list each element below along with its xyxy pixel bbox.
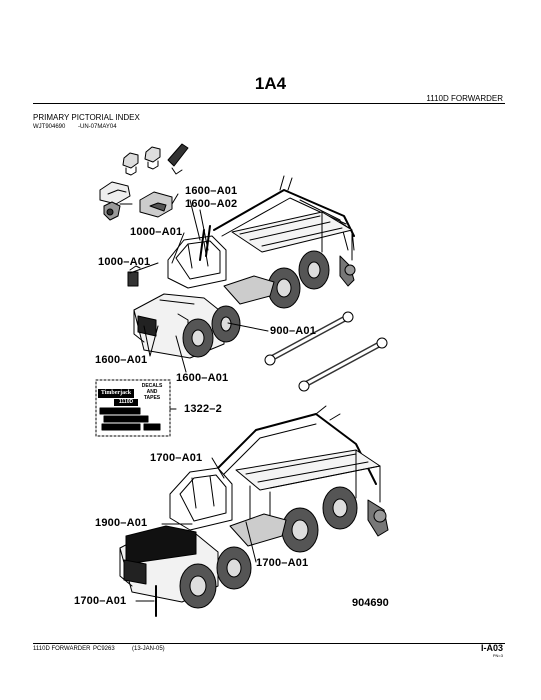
decal-box-outline bbox=[95, 379, 171, 437]
decal-model-label: 1110D bbox=[114, 399, 138, 406]
leader-lines bbox=[129, 193, 269, 602]
callout-1700-a01-right: 1700–A01 bbox=[256, 557, 309, 569]
footer-page-number: I-A03 bbox=[480, 643, 503, 653]
forwarder-lower bbox=[119, 405, 389, 617]
footer-page-code: PN=3 bbox=[492, 653, 503, 658]
decal-title: DECALS AND TAPES bbox=[141, 383, 163, 401]
section-title: PRIMARY PICTORIAL INDEX bbox=[33, 113, 140, 122]
figure-number: 904690 bbox=[352, 597, 389, 609]
callout-1000-a01-upper: 1000–A01 bbox=[130, 226, 183, 238]
header-model: 1110D FORWARDER bbox=[426, 94, 503, 103]
forwarder-upper bbox=[127, 175, 356, 359]
callout-1900-a01: 1900–A01 bbox=[95, 517, 148, 529]
figure-reference: WJT904690 bbox=[33, 124, 66, 130]
small-parts-group bbox=[99, 143, 189, 221]
callout-1700-a01-upper: 1700–A01 bbox=[150, 452, 203, 464]
callout-1600-a02: 1600–A02 bbox=[185, 198, 238, 210]
callout-1600-a01-top: 1600–A01 bbox=[185, 185, 238, 197]
footer-model: 1110D FORWARDER bbox=[33, 646, 91, 652]
hydraulic-cylinders bbox=[264, 311, 388, 392]
callout-900-a01: 900–A01 bbox=[270, 325, 317, 337]
decal-brand-label: Timberjack bbox=[98, 389, 134, 398]
figure-reference-date: -UN-07MAY04 bbox=[78, 124, 117, 130]
callout-1600-a01-bottom: 1600–A01 bbox=[176, 372, 229, 384]
footer-date: (13-JAN-05) bbox=[132, 646, 165, 652]
callout-1000-a01-lower: 1000–A01 bbox=[98, 256, 151, 268]
header-divider bbox=[33, 103, 505, 104]
callout-1700-a01-bottom: 1700–A01 bbox=[74, 595, 127, 607]
page-title: 1A4 bbox=[254, 74, 287, 93]
footer-document-number: PC9263 bbox=[93, 646, 115, 652]
callout-1322-2: 1322–2 bbox=[184, 403, 222, 415]
callout-1600-a01-left: 1600–A01 bbox=[95, 354, 148, 366]
footer-divider bbox=[33, 643, 505, 644]
